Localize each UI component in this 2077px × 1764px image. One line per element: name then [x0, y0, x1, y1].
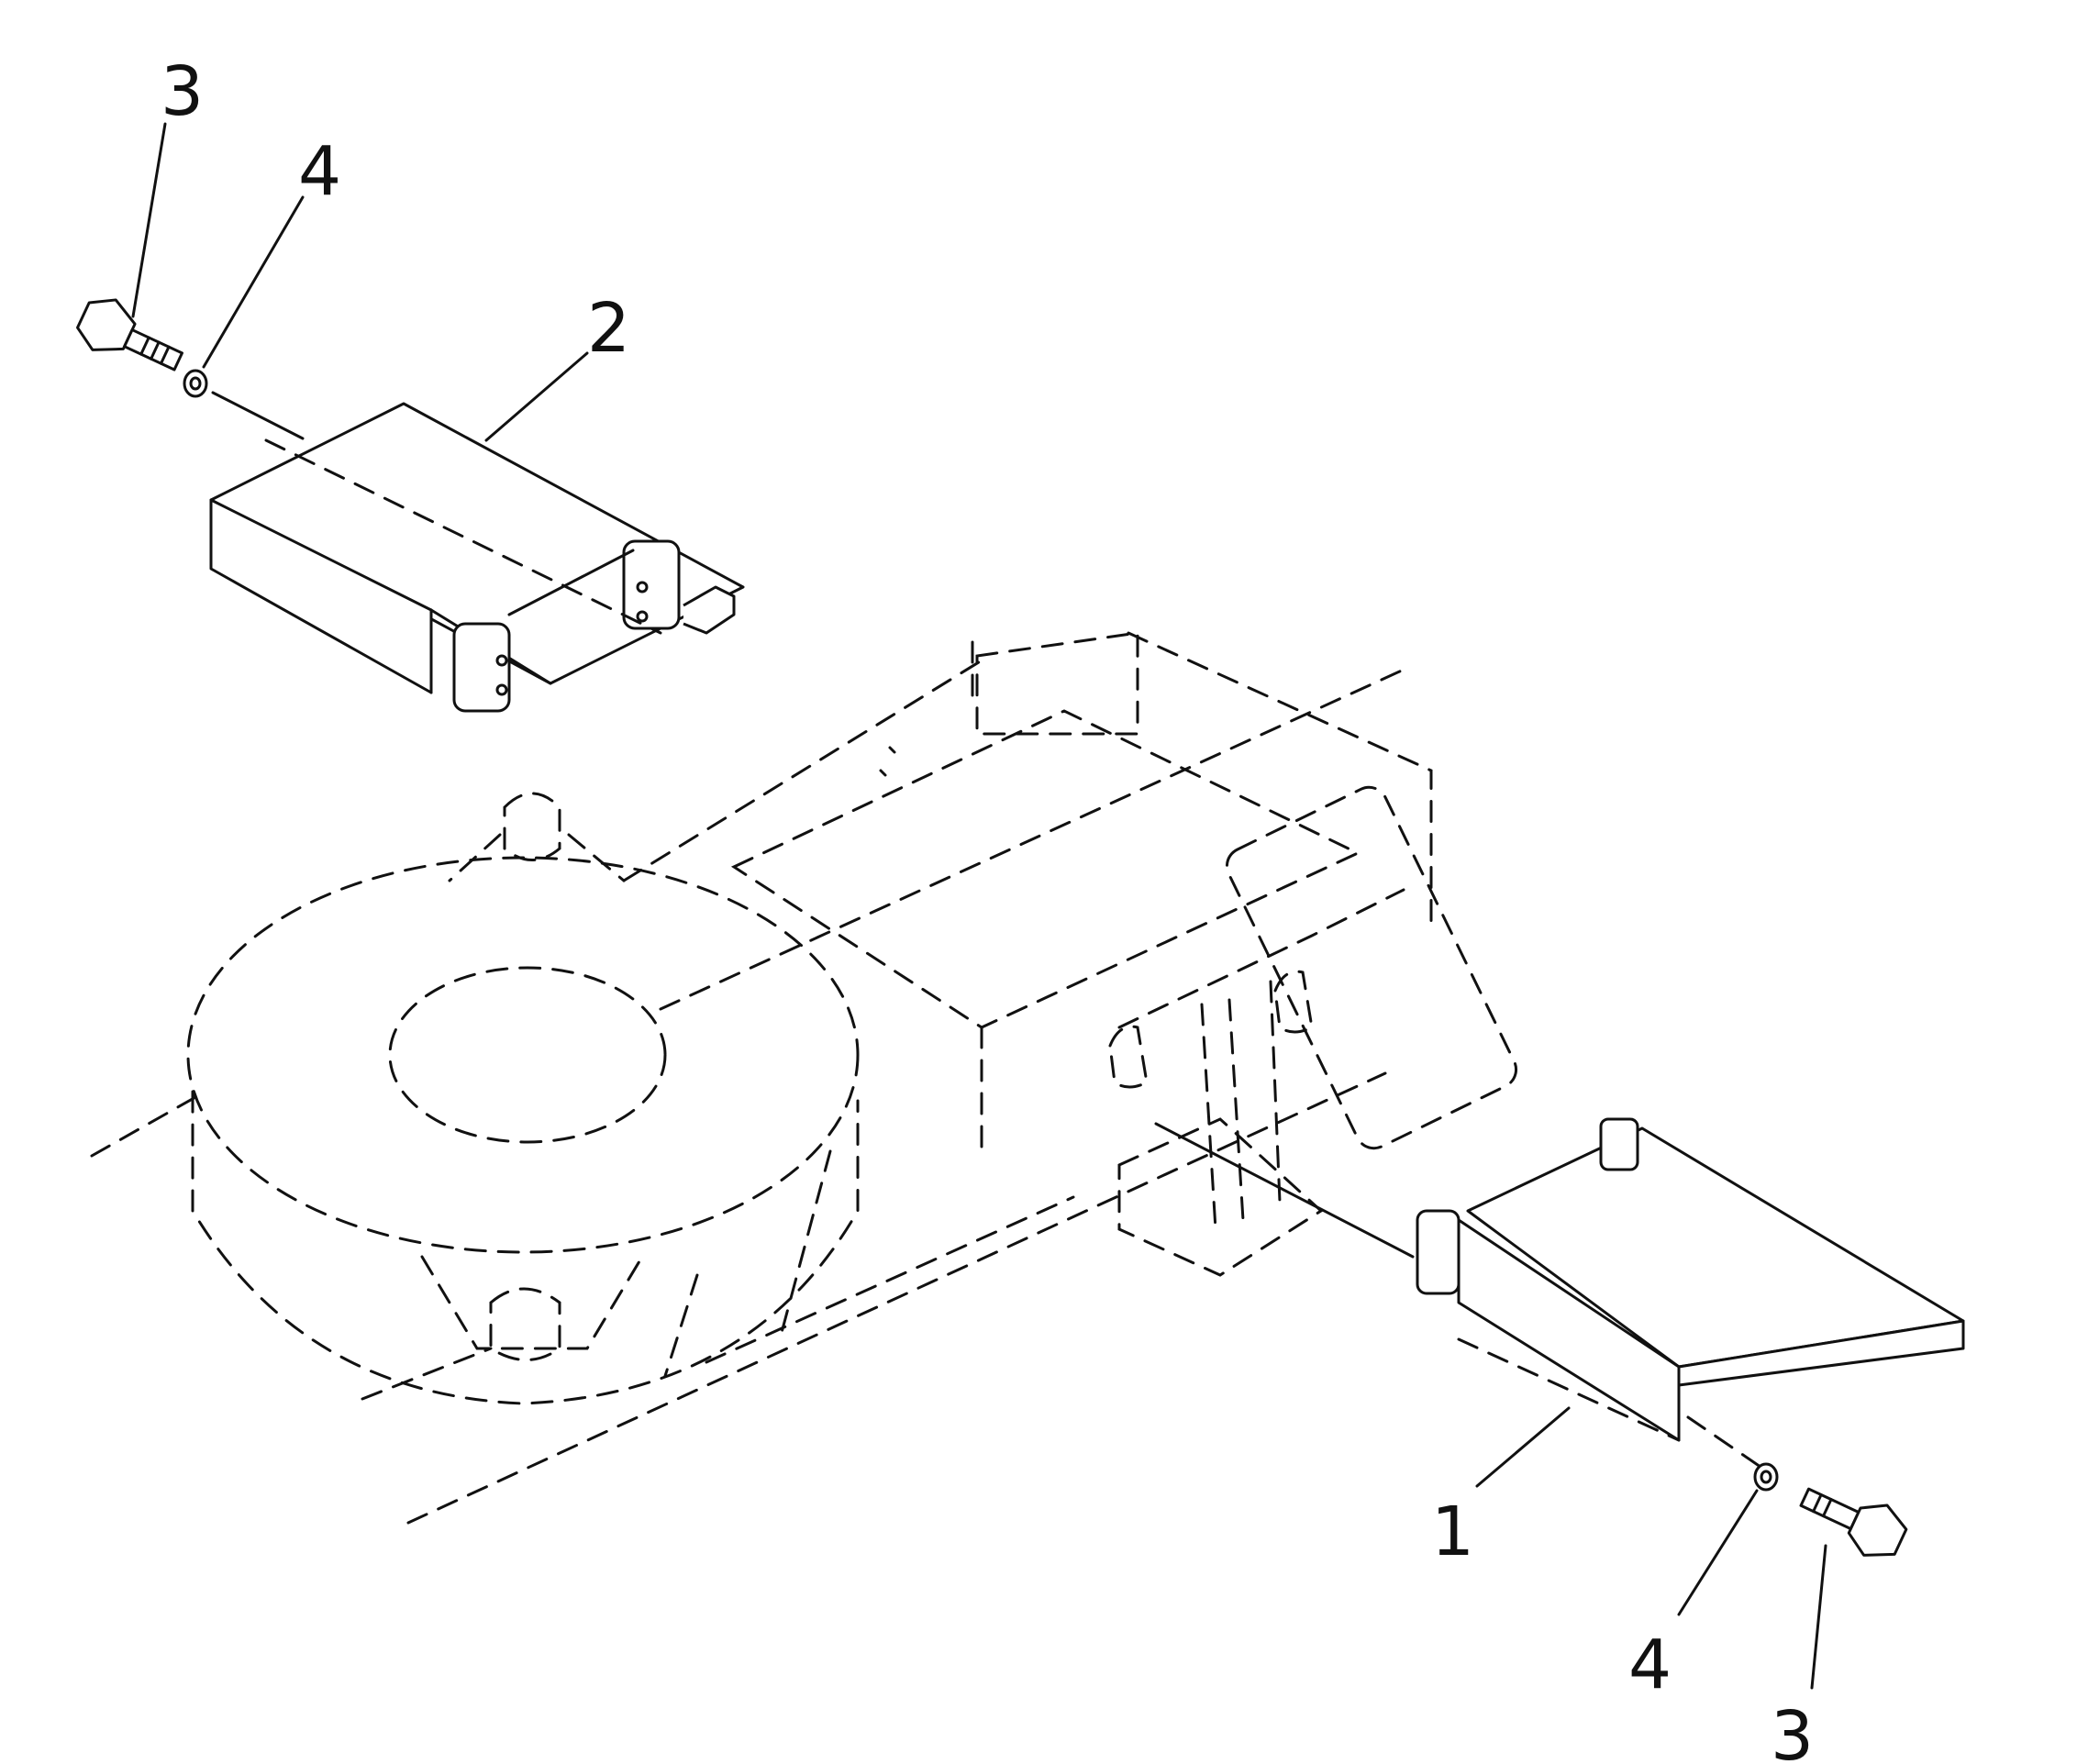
top-washer-icon — [183, 369, 208, 398]
top-centerline — [211, 391, 305, 440]
bottom-bolt-axis — [1686, 1415, 1777, 1479]
callout-top-bolt: 3 — [161, 52, 204, 131]
callout-top-cover: 2 — [587, 289, 630, 368]
track-frame-outline — [90, 659, 1405, 1525]
callout-top-washer: 4 — [298, 132, 341, 211]
top-bolt-icon — [76, 298, 183, 372]
frame-center-section — [730, 631, 1518, 1277]
bottom-bolt-icon — [1799, 1487, 1908, 1557]
leader-lines — [131, 122, 1827, 1690]
callout-bottom-cover: 1 — [1431, 1492, 1474, 1571]
bottom-washer-icon — [1753, 1462, 1779, 1492]
callout-bottom-bolt: 3 — [1771, 1697, 1814, 1764]
top-guard-cover — [209, 402, 745, 713]
bottom-guard-cover — [1416, 1117, 1965, 1442]
bottom-centerline — [1154, 1122, 1415, 1259]
callout-bottom-washer: 4 — [1628, 1625, 1672, 1704]
idler-wheel — [186, 792, 860, 1405]
